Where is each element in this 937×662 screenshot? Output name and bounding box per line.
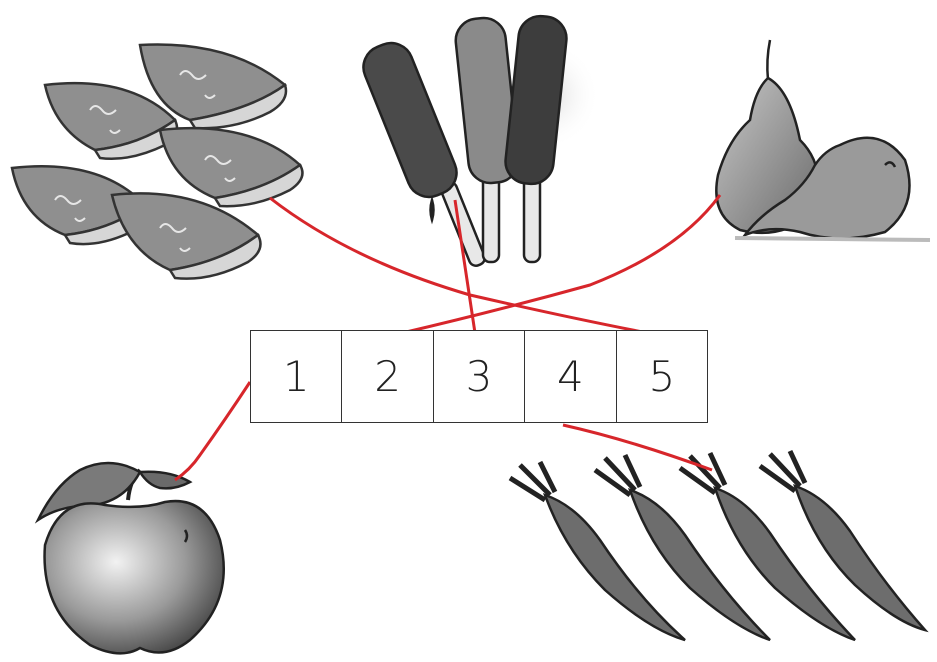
number-row: 1 2 3 4 5 — [250, 330, 708, 423]
ice-pops-image — [357, 14, 600, 268]
apple-image — [38, 463, 224, 653]
number-cell-5: 5 — [617, 331, 707, 422]
number-cell-1: 1 — [251, 331, 342, 422]
number-cell-3: 3 — [434, 331, 525, 422]
pears-image — [716, 40, 930, 240]
match-line-apple-1 — [175, 382, 250, 480]
melon-slices-image — [12, 45, 302, 279]
carrot — [760, 451, 925, 630]
melon-slice — [160, 128, 302, 206]
match-line-carrots-4 — [563, 425, 712, 470]
carrots-image — [510, 451, 925, 640]
number-cell-2: 2 — [342, 331, 433, 422]
number-cell-4: 4 — [525, 331, 616, 422]
